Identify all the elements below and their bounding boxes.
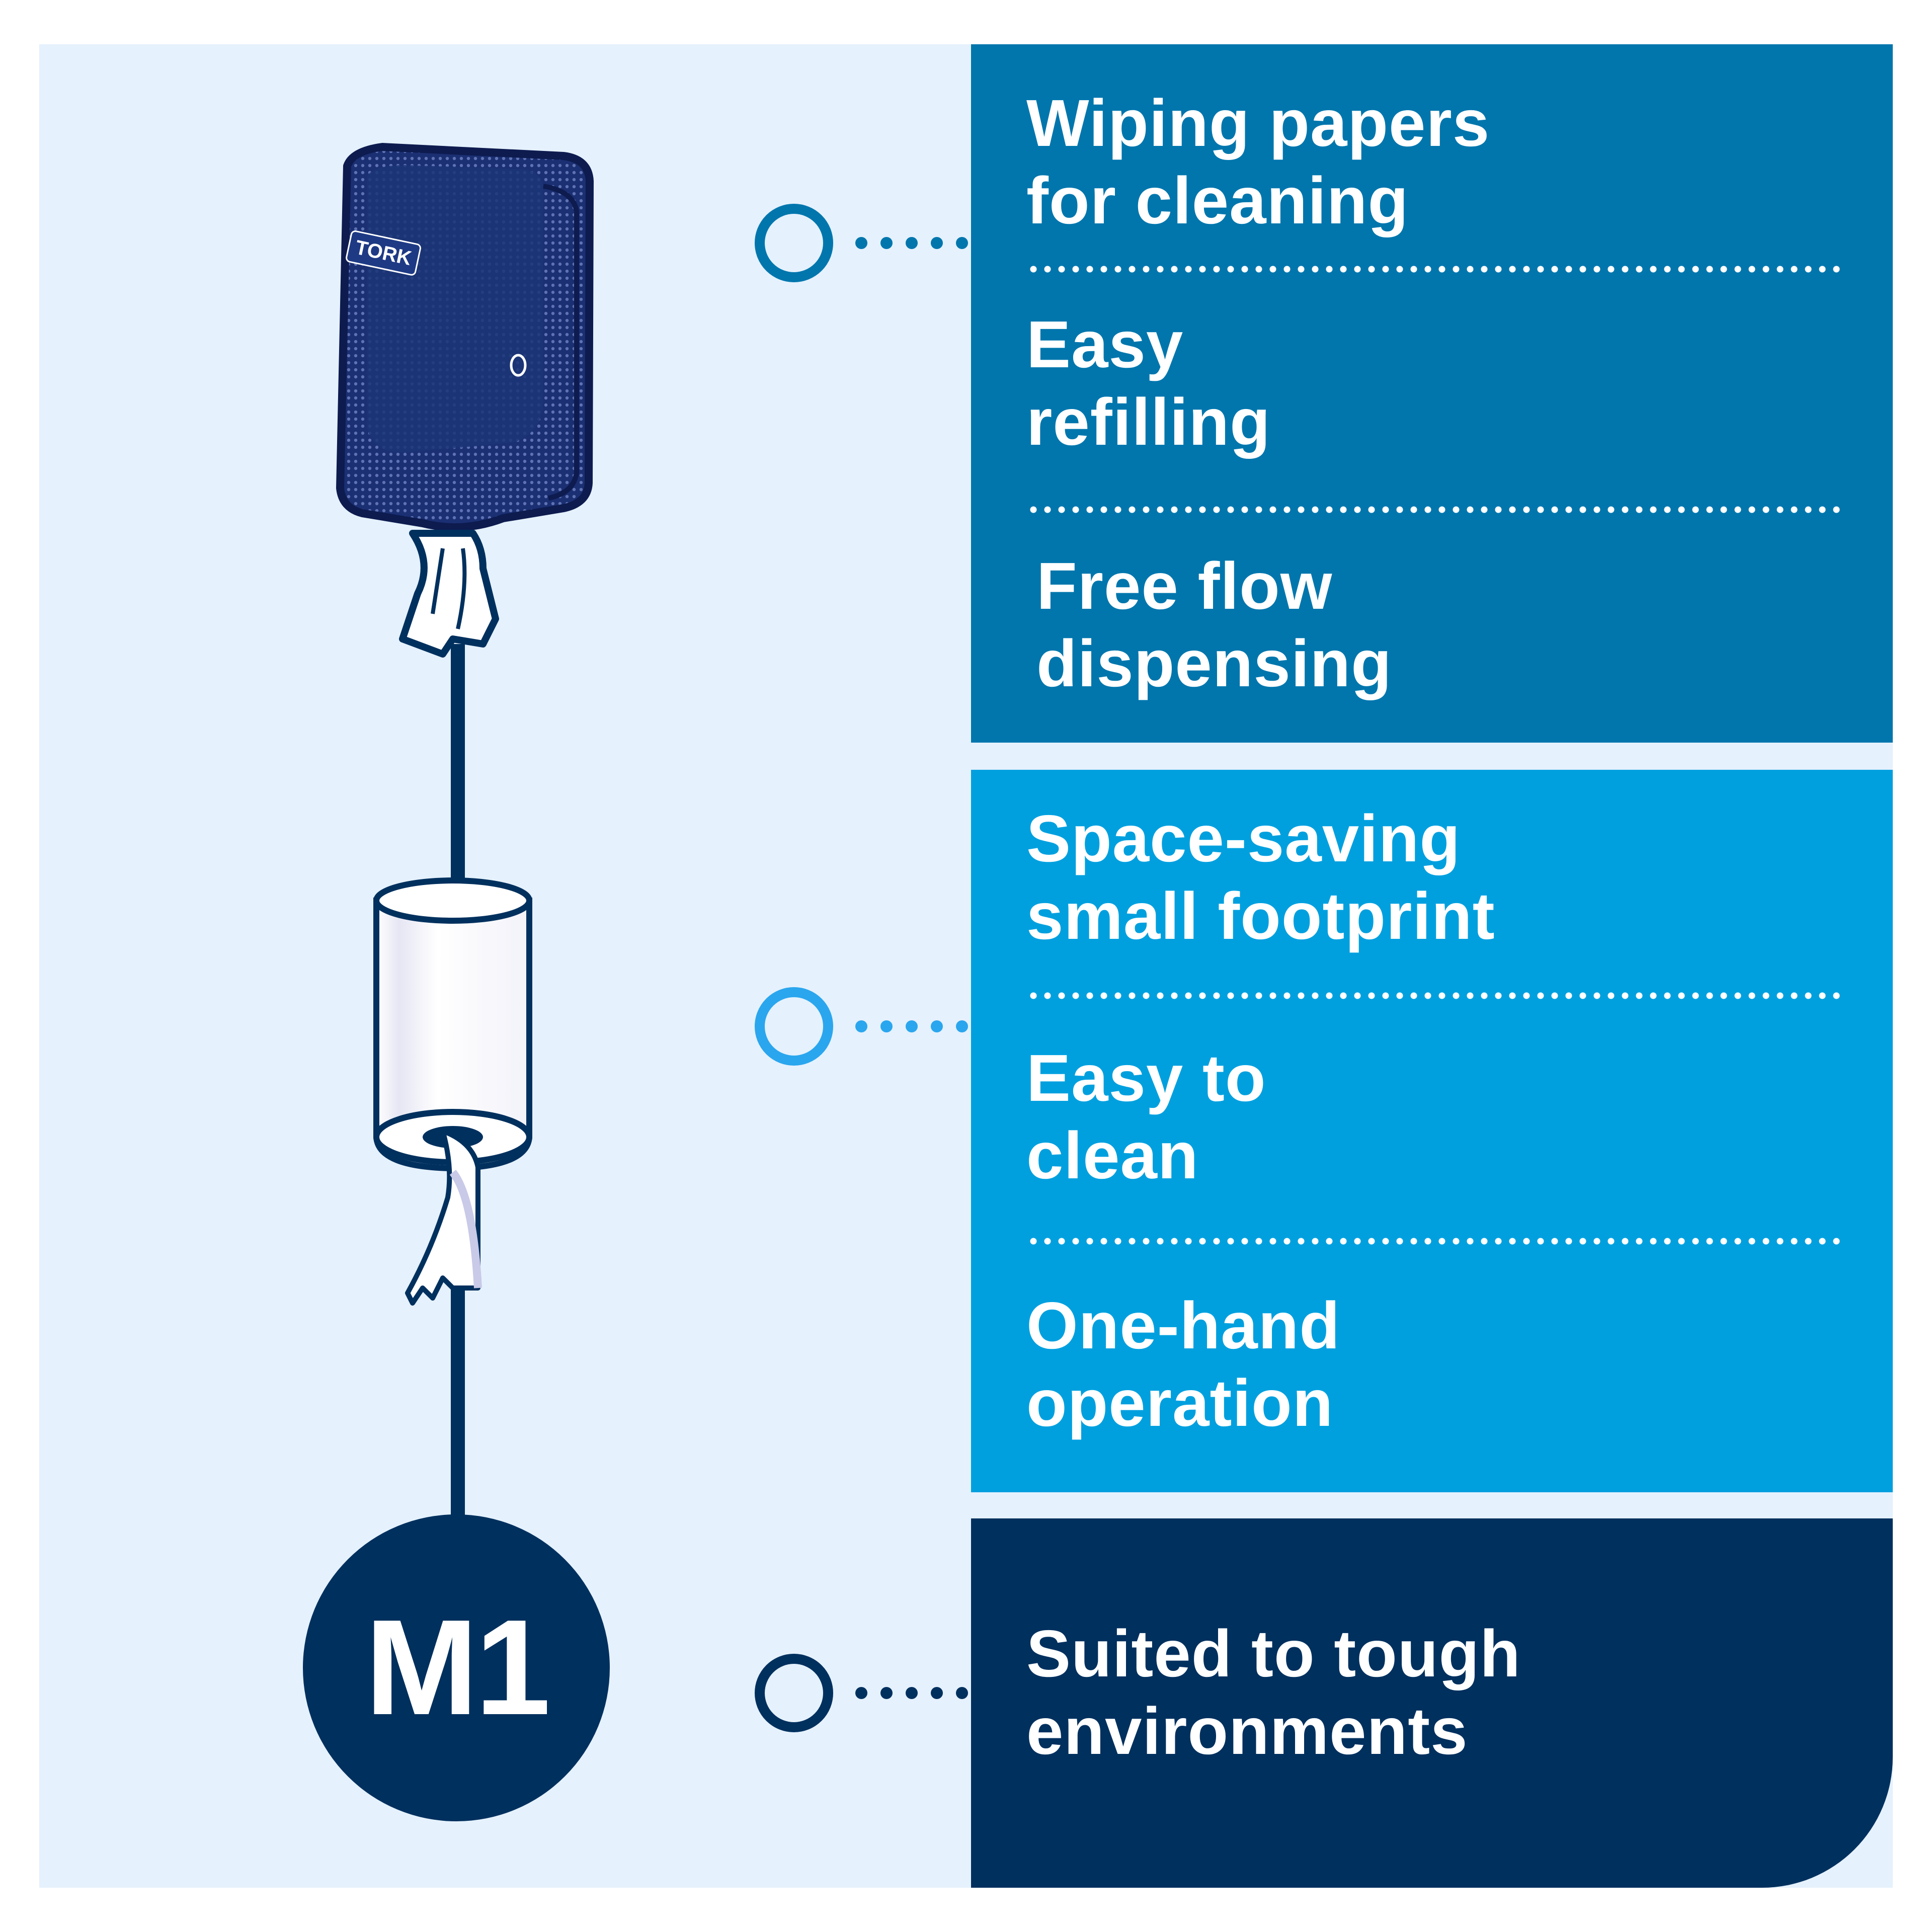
feature-easy-refilling: Easy refilling bbox=[1026, 307, 1271, 459]
product-code-badge bbox=[303, 1514, 610, 1821]
connector-group-2 bbox=[755, 987, 968, 1066]
feature-tough-environments: Suited to tough environments bbox=[1026, 1617, 1521, 1768]
feature-separator bbox=[1026, 506, 1846, 513]
feature-group-3: Suited to tough environments bbox=[971, 1518, 1893, 1888]
feature-free-flow: Free flow dispensing bbox=[1036, 549, 1392, 700]
product-code: M1 bbox=[365, 1592, 550, 1743]
feature-one-hand: One-hand operation bbox=[1026, 1289, 1340, 1440]
connector-group-1 bbox=[755, 204, 968, 282]
connector-group-3 bbox=[755, 1654, 968, 1732]
paper-roll-illustration-icon bbox=[373, 877, 532, 1306]
feature-wiping-papers: Wiping papers for cleaning bbox=[1026, 86, 1490, 237]
feature-separator bbox=[1026, 266, 1846, 273]
feature-space-saving: Space-saving small footprint bbox=[1026, 801, 1495, 953]
dispenser-illustration-icon: TORK bbox=[336, 142, 594, 658]
feature-group-1: Wiping papers for cleaning Easy refillin… bbox=[971, 44, 1893, 743]
feature-separator bbox=[1026, 992, 1846, 999]
feature-separator bbox=[1026, 1238, 1846, 1245]
feature-group-2: Space-saving small footprint Easy to cle… bbox=[971, 770, 1893, 1492]
feature-easy-to-clean: Easy to clean bbox=[1026, 1041, 1266, 1192]
